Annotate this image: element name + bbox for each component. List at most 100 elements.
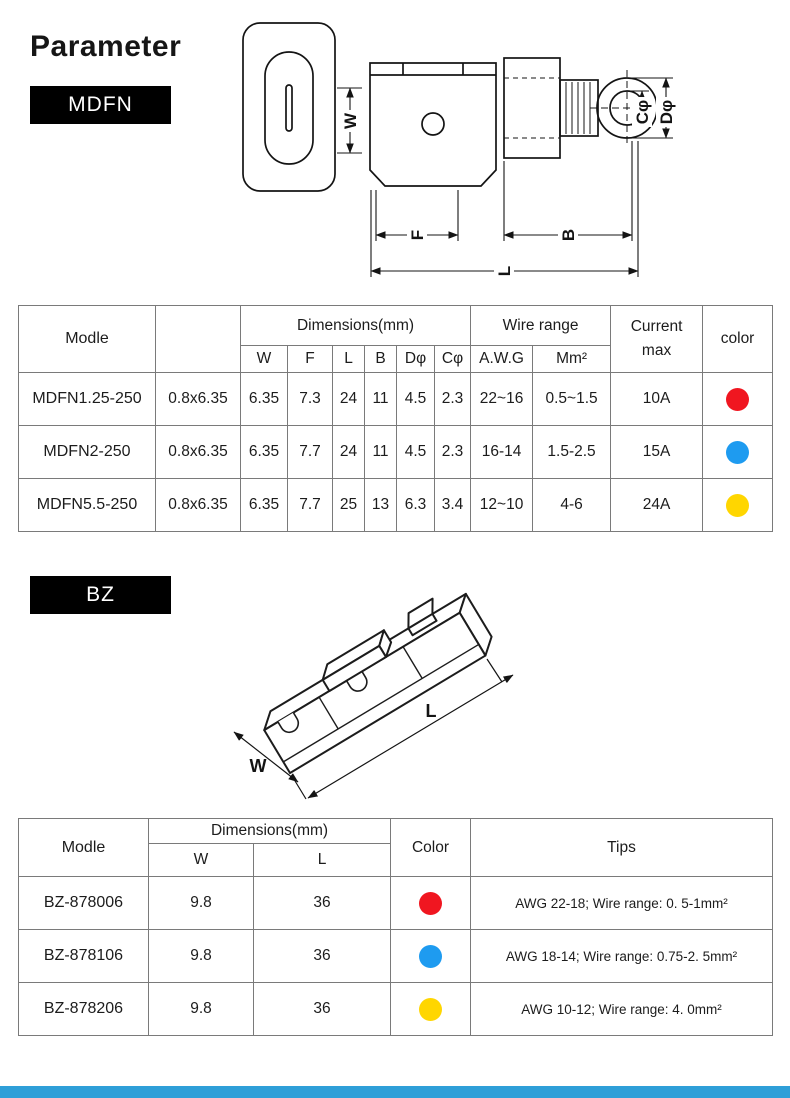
cell-b: 11 bbox=[364, 425, 397, 479]
mdfn-header-row-2: W F L B Dφ Cφ A.W.G Mm² bbox=[19, 345, 773, 373]
cell-w: 6.35 bbox=[240, 478, 288, 532]
cell-l: 24 bbox=[332, 372, 365, 426]
cell-current: 24A bbox=[610, 478, 704, 532]
cell-w: 6.35 bbox=[240, 425, 288, 479]
col-header-dphi: Dφ bbox=[396, 345, 435, 373]
cell-tips: AWG 22-18; Wire range: 0. 5-1mm² bbox=[470, 876, 773, 930]
col-header-wire-range: Wire range bbox=[470, 305, 612, 346]
cell-color bbox=[702, 478, 774, 532]
mdfn-table-row: MDFN1.25-250 0.8x6.35 6.35 7.3 24 11 4.5… bbox=[18, 372, 774, 426]
cell-tips: AWG 10-12; Wire range: 4. 0mm² bbox=[470, 982, 773, 1036]
current-max-line1: Current bbox=[630, 317, 683, 335]
mdfn-section-badge: MDFN bbox=[30, 86, 171, 124]
mdfn-top-view bbox=[242, 22, 336, 192]
cell-awg: 22~16 bbox=[470, 372, 534, 426]
col-header-size bbox=[155, 305, 241, 373]
bz-connector-body bbox=[263, 592, 493, 774]
cell-mm2: 0.5~1.5 bbox=[532, 372, 612, 426]
color-dot bbox=[726, 440, 750, 464]
cell-size: 0.8x6.35 bbox=[155, 425, 241, 479]
cell-cphi: 2.3 bbox=[433, 372, 472, 426]
cell-w: 6.35 bbox=[240, 372, 288, 426]
cell-cphi: 2.3 bbox=[433, 425, 472, 479]
cell-l: 24 bbox=[332, 425, 365, 479]
bz-table-row: BZ-878206 9.8 36 AWG 10-12; Wire range: … bbox=[18, 982, 773, 1036]
cell-l: 25 bbox=[332, 478, 365, 532]
cell-color bbox=[702, 425, 774, 479]
cell-tips: AWG 18-14; Wire range: 0.75-2. 5mm² bbox=[470, 929, 773, 983]
bz-technical-drawing: W L bbox=[233, 592, 514, 800]
dim-label-d-phi: Dφ bbox=[657, 100, 676, 124]
bz-dimension-labels: W L bbox=[250, 701, 437, 776]
cell-f: 7.7 bbox=[287, 425, 333, 479]
cell-f: 7.7 bbox=[287, 478, 333, 532]
col-header-l: L bbox=[253, 843, 391, 877]
cell-color bbox=[390, 982, 471, 1036]
cell-f: 7.3 bbox=[287, 372, 333, 426]
bz-dimension-lines bbox=[233, 658, 514, 800]
bz-section-badge: BZ bbox=[30, 576, 171, 614]
bz-spec-table: Modle Dimensions(mm) Color Tips W L BZ-8… bbox=[18, 818, 773, 1036]
cell-modle: MDFN2-250 bbox=[18, 425, 156, 479]
cell-color bbox=[390, 876, 471, 930]
bz-table-row: BZ-878106 9.8 36 AWG 18-14; Wire range: … bbox=[18, 929, 773, 983]
col-header-mm2: Mm² bbox=[532, 345, 612, 373]
mdfn-dimension-lines bbox=[337, 77, 673, 277]
cell-modle: BZ-878206 bbox=[18, 982, 149, 1036]
dim-label-w: W bbox=[341, 112, 360, 129]
color-dot bbox=[419, 997, 442, 1021]
cell-awg: 16-14 bbox=[470, 425, 534, 479]
dim-label-c-phi: Cφ bbox=[633, 100, 652, 124]
col-header-f: F bbox=[287, 345, 333, 373]
dim-label-f: F bbox=[408, 230, 427, 240]
col-header-modle: Modle bbox=[18, 305, 156, 373]
cell-l: 36 bbox=[253, 982, 391, 1036]
cell-size: 0.8x6.35 bbox=[155, 372, 241, 426]
bz-header-row-1: Modle Dimensions(mm) Color Tips bbox=[18, 818, 773, 877]
col-header-color: Color bbox=[390, 818, 471, 877]
cell-l: 36 bbox=[253, 876, 391, 930]
col-header-color: color bbox=[702, 305, 774, 373]
cell-current: 15A bbox=[610, 425, 704, 479]
cell-modle: MDFN1.25-250 bbox=[18, 372, 156, 426]
cell-l: 36 bbox=[253, 929, 391, 983]
col-header-dimensions: Dimensions(mm) bbox=[239, 305, 472, 346]
bz-table-row: BZ-878006 9.8 36 AWG 22-18; Wire range: … bbox=[18, 876, 773, 930]
cell-awg: 12~10 bbox=[470, 478, 534, 532]
color-dot bbox=[726, 387, 750, 411]
col-header-w: W bbox=[240, 345, 288, 373]
col-header-dimensions: Dimensions(mm) bbox=[148, 818, 391, 844]
col-header-b: B bbox=[364, 345, 397, 373]
col-header-modle: Modle bbox=[18, 818, 149, 877]
mdfn-front-view bbox=[369, 62, 497, 187]
col-header-w: W bbox=[148, 843, 254, 877]
dim-label-l: L bbox=[426, 701, 437, 721]
cell-b: 13 bbox=[364, 478, 397, 532]
color-dot bbox=[419, 944, 442, 968]
color-dot bbox=[419, 891, 442, 915]
cell-modle: BZ-878006 bbox=[18, 876, 149, 930]
cell-color bbox=[390, 929, 471, 983]
mdfn-spec-table: Modle Dimensions(mm) Wire range Current … bbox=[18, 305, 774, 532]
cell-dphi: 4.5 bbox=[396, 372, 435, 426]
col-header-current-max: Current max bbox=[610, 305, 704, 373]
cell-modle: MDFN5.5-250 bbox=[18, 478, 156, 532]
page-title: Parameter bbox=[30, 30, 182, 63]
color-dot bbox=[726, 493, 750, 517]
cell-modle: BZ-878106 bbox=[18, 929, 149, 983]
dim-label-b: B bbox=[559, 229, 578, 241]
cell-color bbox=[702, 372, 774, 426]
cell-dphi: 6.3 bbox=[396, 478, 435, 532]
dim-label-l: L bbox=[495, 266, 514, 276]
dim-label-w: W bbox=[250, 756, 267, 776]
bottom-accent-bar bbox=[0, 1086, 790, 1098]
mdfn-dimension-labels: W F B L Cφ Dφ bbox=[340, 97, 676, 282]
cell-w: 9.8 bbox=[148, 982, 254, 1036]
mdfn-technical-drawing: W F B L Cφ Dφ bbox=[242, 22, 676, 282]
cell-cphi: 3.4 bbox=[433, 478, 472, 532]
mdfn-table-row: MDFN2-250 0.8x6.35 6.35 7.7 24 11 4.5 2.… bbox=[18, 425, 774, 479]
mdfn-table-row: MDFN5.5-250 0.8x6.35 6.35 7.7 25 13 6.3 … bbox=[18, 478, 774, 532]
cell-current: 10A bbox=[610, 372, 704, 426]
mdfn-header-row-1: Modle Dimensions(mm) Wire range Current … bbox=[18, 305, 774, 373]
